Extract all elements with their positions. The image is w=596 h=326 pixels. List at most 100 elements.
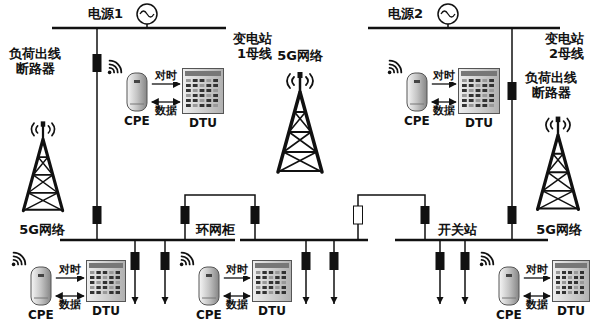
edge-label: 数据 [154,105,178,117]
dtu-module [186,94,191,97]
network-label: 5G网络 [276,48,324,63]
cpe-light [414,80,420,83]
dtu-cabinet [87,261,126,302]
cpe-body [127,73,147,111]
dtu-icon [182,68,224,114]
dtu-module [489,94,494,97]
dtu-module [489,84,494,87]
network-label: 5G网络 [530,222,588,237]
wifi-icon [388,61,402,74]
source-label: 电源2 [388,6,423,21]
dtu-module [206,89,211,92]
device-label: CPE [124,114,150,128]
dtu-module [116,276,120,279]
cabinet-label: 环网柜 [196,222,235,237]
breaker-symbol [508,206,517,224]
dtu-module [275,276,279,279]
cpe-icon [198,266,220,306]
dtu-module [269,276,273,279]
dtu-module [186,99,191,102]
dtu-module [282,286,286,289]
source-circle [438,4,458,24]
dtu-module [476,89,481,92]
dtu-module [269,281,273,284]
breaker-symbol [161,252,170,270]
dtu-module [103,276,107,279]
dtu-panel [461,71,497,76]
dtu-module [269,291,273,294]
cpe-icon [126,72,148,112]
dtu-module [200,89,205,92]
dtu-module [275,291,279,294]
dtu-module [489,104,494,107]
dtu-module [193,84,198,87]
dtu-module [462,89,467,92]
dtu-module [580,271,584,274]
data-arrow [56,295,84,296]
dtu-module [476,79,481,82]
dtu-module [262,286,266,289]
dtu-module [109,271,113,274]
dtu-module [568,276,572,279]
dtu-module [562,286,566,289]
dtu-module [256,291,260,294]
dtu-module [213,89,218,92]
data-arrow [432,101,456,102]
dtu-module [200,84,205,87]
dtu-module [109,281,113,284]
breaker-symbol [181,206,190,224]
dtu-module [469,84,474,87]
dtu-module [574,286,578,289]
switch-station-bus [395,239,548,242]
dtu-module [200,99,205,102]
dtu-module [256,271,260,274]
sine-wave [441,11,455,17]
sync-arrow [152,83,180,84]
dtu-panel [89,263,123,268]
tie-line [185,195,255,240]
dtu-module [193,89,198,92]
dtu-module [269,271,273,274]
dtu-module [256,276,260,279]
dtu-module [482,94,487,97]
edge-label: 数据 [525,299,549,311]
dtu-module [275,286,279,289]
device-label: DTU [189,116,217,130]
tower-icon [278,72,322,172]
dtu-module [482,99,487,102]
cpe-body [407,73,427,111]
edge-label: 对时 [525,264,549,276]
dtu-module [580,286,584,289]
dtu-module [282,276,286,279]
dtu-module [90,271,94,274]
dtu-module [580,276,584,279]
breaker-symbol [461,252,470,270]
dtu-module [562,281,566,284]
edge-label: 对时 [225,264,249,276]
dtu-module [103,281,107,284]
device-label: CPE [404,114,430,128]
dtu-module [103,291,107,294]
dtu-panel [185,71,221,76]
dtu-device: DTU [252,260,292,318]
dtu-module [476,99,481,102]
device-label: DTU [557,304,585,318]
power-source [137,4,458,28]
source-circle [137,4,157,24]
dtu-module [282,291,286,294]
wifi-icon [180,253,194,267]
dtu-module [262,276,266,279]
cpe-icon [406,72,428,112]
cpe-device: CPE [404,72,430,128]
breaker-label: 负荷出线 断路器 [6,46,64,76]
dtu-icon [552,260,590,302]
dtu-module [562,291,566,294]
dtu-module [489,99,494,102]
dtu-panel [555,263,587,268]
ring-main-bus [60,239,235,242]
dtu-module [462,94,467,97]
dtu-module [256,286,260,289]
busbar-2 [368,27,560,30]
dtu-module [186,89,191,92]
dtu-module [562,271,566,274]
